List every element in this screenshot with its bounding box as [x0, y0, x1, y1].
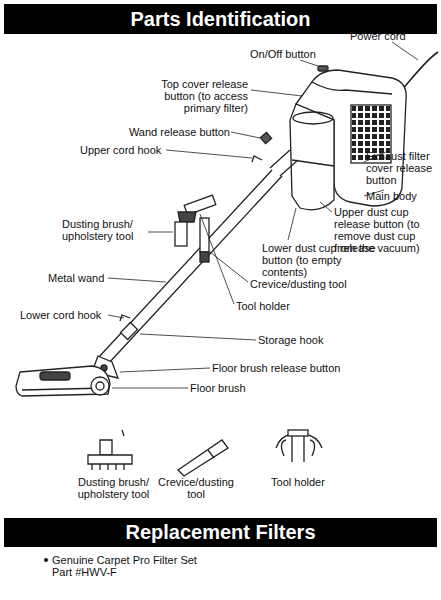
- part-label: Main body: [366, 190, 436, 202]
- part-label: Top cover release button (to access prim…: [146, 78, 248, 114]
- part-label: Dusting brush/ upholstery tool: [62, 218, 148, 242]
- section-band: Replacement Filters: [4, 518, 437, 547]
- section-band: Parts Identification: [4, 4, 437, 34]
- part-label: Metal wand: [48, 272, 118, 284]
- part-label: Crevice/dusting tool: [250, 278, 360, 290]
- vacuum-drawing: [16, 52, 438, 476]
- part-label: Floor brush release button: [212, 362, 362, 374]
- part-label: Exhaust filter cover release button: [366, 150, 438, 186]
- part-label: Storage hook: [258, 334, 338, 346]
- part-label: Lower cord hook: [20, 309, 110, 321]
- part-label: Genuine Carpet Pro Filter Set Part #HWV-…: [52, 554, 217, 578]
- part-label: Wand release button: [110, 126, 230, 138]
- section-heading: Parts Identification: [130, 8, 310, 31]
- part-label: Power cord: [350, 30, 420, 42]
- part-label: Dusting brush/ upholstery tool: [66, 476, 161, 500]
- part-label: On/Off button: [250, 48, 330, 60]
- part-label: Tool holder: [258, 476, 338, 488]
- part-label: Tool holder: [236, 300, 306, 312]
- part-label: Crevice/dusting tool: [152, 476, 240, 500]
- part-label: Lower dust cup release button (to empty …: [262, 242, 388, 278]
- bullet: [44, 558, 48, 562]
- part-label: Floor brush: [190, 382, 260, 394]
- section-heading: Replacement Filters: [125, 521, 315, 544]
- part-label: Upper cord hook: [80, 144, 180, 156]
